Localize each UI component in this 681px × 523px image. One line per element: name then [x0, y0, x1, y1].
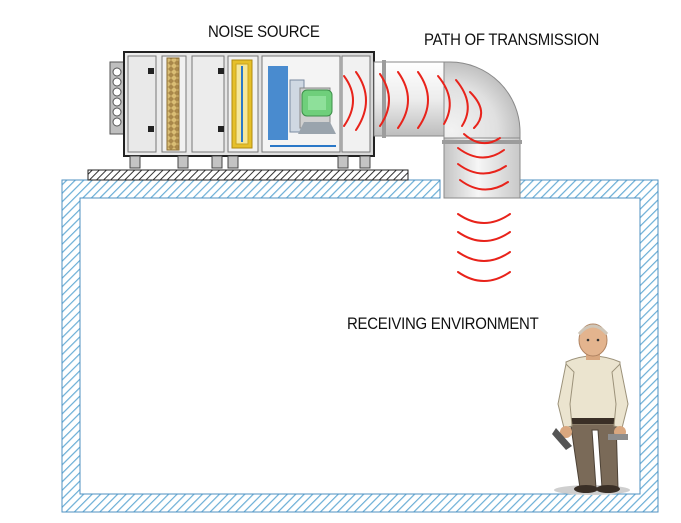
- building-walls: [61, 179, 659, 513]
- path-of-transmission-label: PATH OF TRANSMISSION: [424, 30, 600, 49]
- person-figure-icon: [552, 323, 630, 495]
- sound-waves: [343, 71, 511, 282]
- noise-source-label: NOISE SOURCE: [208, 22, 320, 41]
- receiving-environment-label: RECEIVING ENVIRONMENT: [347, 314, 539, 333]
- unit-mounting-base: [87, 169, 409, 181]
- air-handling-unit-icon: [109, 51, 375, 169]
